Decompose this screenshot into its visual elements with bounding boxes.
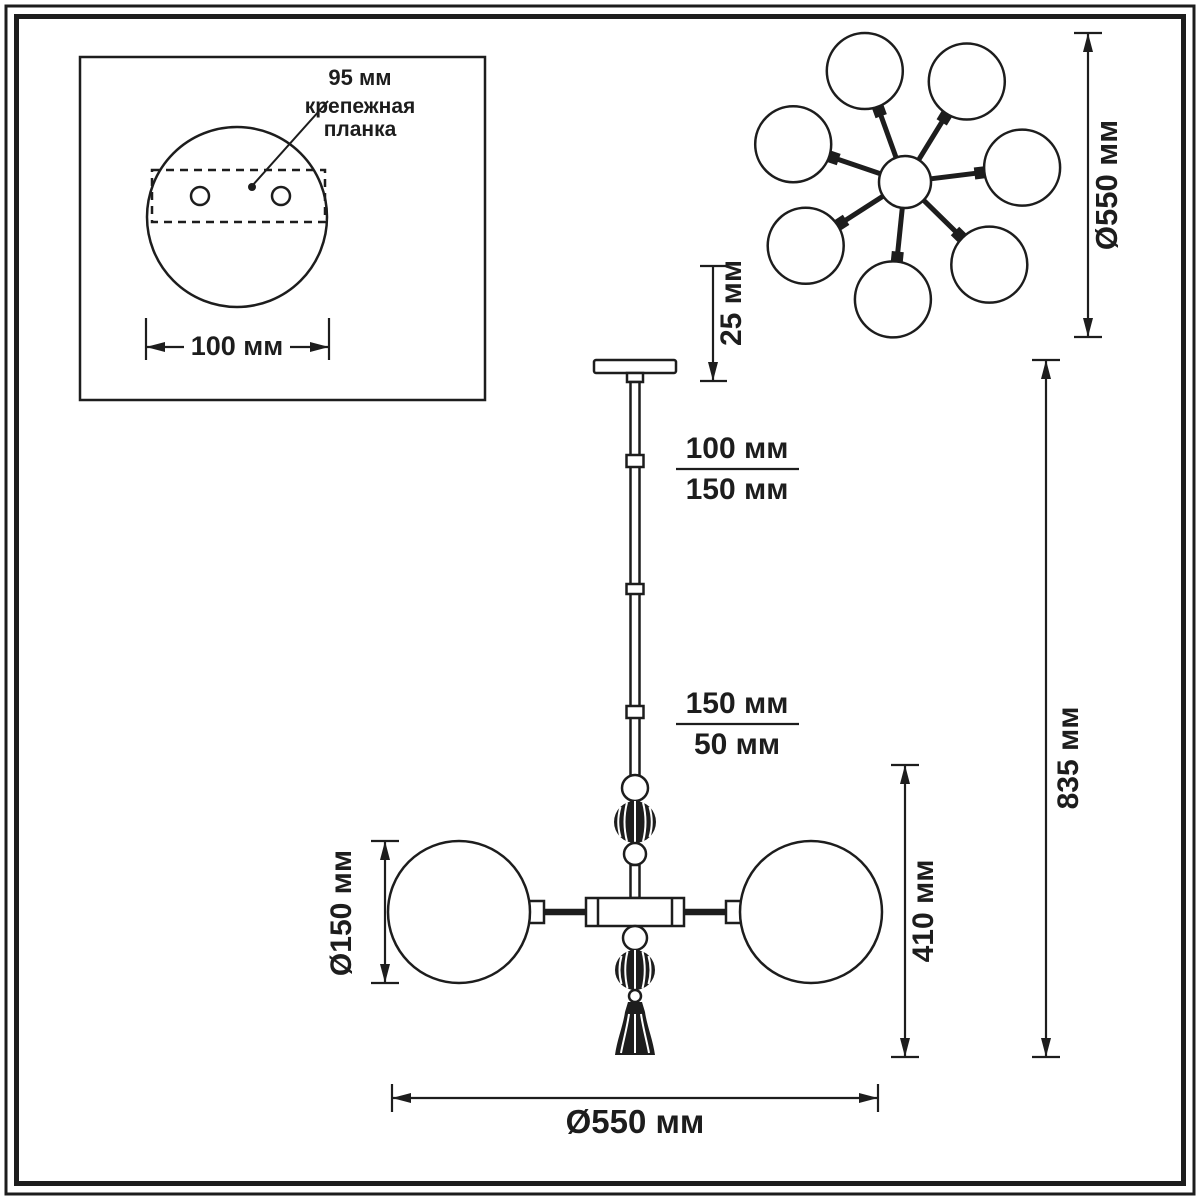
decor-sphere <box>621 924 649 952</box>
decor-sphere <box>620 773 650 803</box>
top-view: Ø550 мм <box>753 31 1124 339</box>
rod-coupler <box>625 453 645 469</box>
tassel-ring <box>627 988 643 1004</box>
globe-diameter-label: Ø150 мм <box>325 850 358 976</box>
arm <box>832 155 882 177</box>
rod-coupler <box>625 582 645 596</box>
plate-label-line1: крепежная <box>305 95 416 118</box>
globe-diameter-dimension: Ø150 мм <box>325 839 399 985</box>
mount-plate-outline <box>150 168 327 224</box>
globe <box>927 42 1007 121</box>
dimensions: 25 мм 100 мм 150 мм 150 мм 50 мм Ø150 мм… <box>325 260 1085 1140</box>
top-view-arms <box>832 109 981 258</box>
globe-right <box>738 839 884 985</box>
globe-left <box>386 839 532 985</box>
top-view-hub <box>877 154 933 210</box>
rod-coupler <box>625 704 645 720</box>
arm <box>921 198 962 237</box>
mount-hole-left <box>189 185 211 207</box>
total-height-dimension: 835 мм <box>1032 358 1085 1059</box>
rod-lower <box>629 863 641 900</box>
canopy-bottom-view-outline <box>145 125 329 309</box>
side-view <box>386 358 884 1055</box>
overall-diameter-dimension: Ø550 мм <box>390 1084 880 1140</box>
canopy <box>592 358 678 375</box>
globe <box>950 225 1029 304</box>
canopy-neck <box>625 371 645 384</box>
globe <box>982 128 1062 207</box>
rod-section1-max-label: 100 мм <box>686 432 789 465</box>
rod-section2-dimension: 150 мм 50 мм <box>676 687 799 761</box>
plate-label-line2: планка <box>324 118 397 141</box>
body-height-label: 410 мм <box>907 860 940 963</box>
overall-diameter-label: Ø550 мм <box>566 1103 705 1140</box>
globe <box>753 104 833 184</box>
mount-plate-detail: 95 мм крепежная планка 100 мм <box>78 55 487 402</box>
arm <box>839 193 885 226</box>
tassel-cap <box>625 1002 645 1012</box>
plate-width-label: 100 мм <box>191 331 284 361</box>
hole-pitch-label: 95 мм <box>328 65 391 90</box>
page-frame <box>4 4 1196 1196</box>
arm <box>930 170 981 182</box>
globe <box>766 206 845 286</box>
tassel-stripes <box>620 1013 650 1054</box>
mount-hole-right <box>270 185 292 207</box>
canopy-height-dimension: 25 мм <box>700 260 748 383</box>
rod-section1-min-label: 150 мм <box>686 473 789 506</box>
outer-frame-line <box>4 4 1196 1196</box>
top-view-globes <box>753 31 1062 339</box>
rod-section2-max-label: 150 мм <box>686 687 789 720</box>
ribbed-bead-stripes <box>617 801 653 843</box>
total-height-label: 835 мм <box>1052 707 1085 810</box>
top-view-diameter-dimension: Ø550 мм <box>1074 31 1124 339</box>
rod-section2-min-label: 50 мм <box>694 728 780 761</box>
arm <box>894 207 905 258</box>
inner-frame-line <box>14 14 1186 1186</box>
rod-section1-dimension: 100 мм 150 мм <box>676 432 799 506</box>
arm <box>916 115 947 162</box>
canopy-height-label: 25 мм <box>715 260 748 346</box>
globe <box>853 260 933 339</box>
ribbed-bead-stripes <box>618 950 652 990</box>
globe <box>825 31 905 111</box>
arm <box>876 109 899 159</box>
body-height-dimension: 410 мм <box>891 763 940 1059</box>
leader-line <box>251 100 329 187</box>
plate-width-dimension: 100 мм <box>144 318 331 361</box>
arm-hub <box>584 896 686 928</box>
top-view-diameter-label: Ø550 мм <box>1089 120 1124 250</box>
detail-box <box>78 55 487 402</box>
decor-sphere <box>622 841 648 867</box>
